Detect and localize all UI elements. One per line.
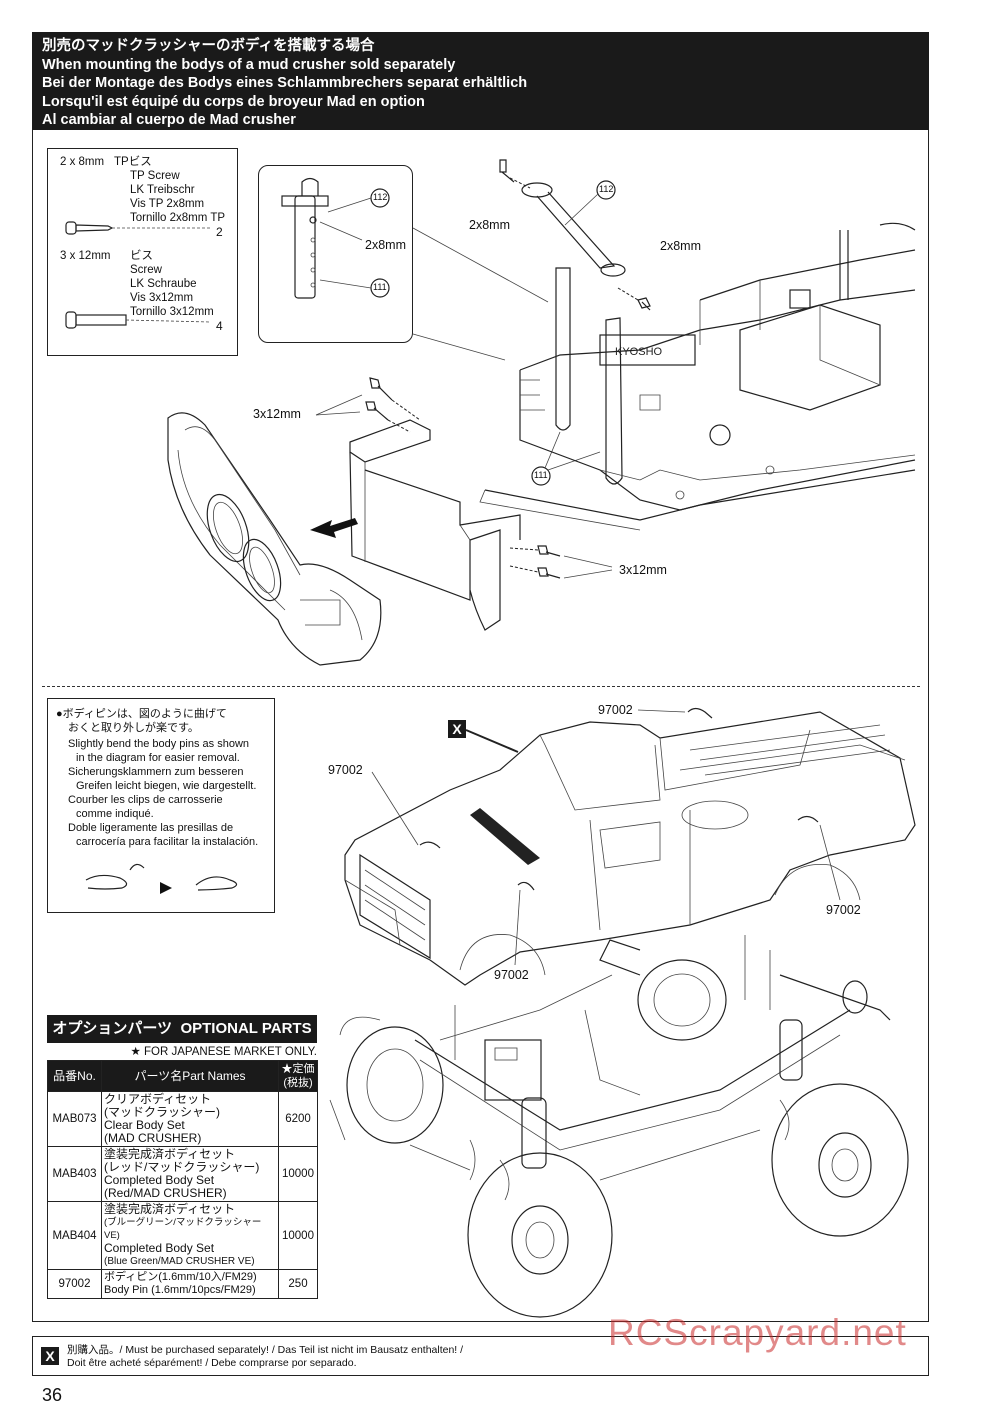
tp-screw-icon: [65, 221, 210, 235]
note-en-1: Slightly bend the body pins as shown: [68, 738, 250, 750]
label-2x8-callout: 2x8mm: [365, 238, 406, 252]
screw-size-3x12: 3 x 12mm: [60, 250, 111, 262]
machine-screw-icon: [65, 311, 211, 329]
chassis-outline: KYOSHO: [479, 222, 916, 531]
note-de-1: Sicherungsklammern zum besseren: [68, 766, 244, 778]
part-112-callout: 112: [373, 192, 388, 202]
note-ja-2: おくと取り外しが楽です。: [68, 722, 199, 734]
header-title-ja: 別売のマッドクラッシャーのボディを搭載する場合: [42, 38, 375, 54]
screw-3x12-qty: 4: [216, 319, 223, 333]
header-title-en: When mounting the bodys of a mud crusher…: [42, 56, 456, 73]
detail-callout: [258, 165, 413, 343]
screw-3x12-ja: ビス: [130, 250, 153, 262]
label-3x12-lower: 3x12mm: [619, 563, 667, 577]
part-price: 250: [278, 1269, 318, 1299]
optional-parts-title: オプションパーツ OPTIONAL PARTS: [47, 1015, 317, 1043]
body-pin-note: ●ボディピンは、図のように曲げて おくと取り外しが楽です。 Slightly b…: [47, 698, 275, 913]
body-pin-icons: [371, 707, 841, 966]
page-number: 36: [42, 1385, 63, 1405]
body-post-detail: [281, 177, 390, 299]
part-name: 塗装完成済ボディセット(レッド/マッドクラッシャー)Completed Body…: [101, 1146, 279, 1202]
screws-3x12-upper: [315, 377, 421, 433]
part-name: 塗装完成済ボディセット(ブルーグリーン/マッドクラッシャーVE)Complete…: [101, 1201, 279, 1270]
watermark: RCScrapyard.net: [608, 1312, 907, 1353]
truck-body: [344, 711, 916, 986]
table-row: 97002 ボディピン(1.6mm/10入/FM29)Body Pin (1.6…: [47, 1269, 318, 1299]
part-111-callout: 111: [373, 282, 387, 292]
table-row: MAB404 塗装完成済ボディセット(ブルーグリーン/マッドクラッシャーVE)C…: [47, 1201, 318, 1270]
table-row: MAB073 クリアボディセット(マッドクラッシャー)Clear Body Se…: [47, 1091, 318, 1147]
col-price-header: ★定価(税抜): [278, 1060, 318, 1092]
part-number: MAB073: [47, 1091, 102, 1147]
footer-line-1: 別購入品。/ Must be purchased separately! / D…: [67, 1344, 464, 1356]
part-number: MAB403: [47, 1146, 102, 1202]
footer-line-2: Doit être acheté séparément! / Debe comp…: [67, 1357, 357, 1369]
screw-2x8-en: TP Screw: [130, 170, 180, 182]
header-title-fr: Lorsqu'il est équipé du corps de broyeur…: [42, 93, 425, 110]
x-mark-footer-icon: X: [41, 1347, 59, 1365]
part-name: クリアボディセット(マッドクラッシャー)Clear Body Set(MAD C…: [101, 1091, 279, 1147]
screw-legend: 2 x 8mm TPビス TP Screw LK Treibschr Vis T…: [47, 148, 238, 356]
section-divider: [42, 686, 920, 687]
market-note: ★ FOR JAPANESE MARKET ONLY.: [130, 1046, 317, 1058]
pin-label-top: 97002: [598, 703, 633, 717]
bumper-mount: [349, 419, 521, 631]
part-name: ボディピン(1.6mm/10入/FM29)Body Pin (1.6mm/10p…: [101, 1269, 279, 1299]
screw-2x8-qty: 2: [216, 225, 223, 239]
screw-3x12-de: LK Schraube: [130, 278, 197, 290]
note-ja-1: ●ボディピンは、図のように曲げて: [56, 708, 227, 720]
col-name-header: パーツ名Part Names: [101, 1060, 279, 1092]
bumper-lights: [167, 412, 382, 666]
svg-text:KYOSHO: KYOSHO: [615, 346, 663, 358]
screw-3x12-en: Screw: [130, 264, 162, 276]
optional-title-ja: オプションパーツ: [52, 1020, 173, 1037]
part-price: 10000: [278, 1201, 318, 1270]
screw-size-2x8: 2 x 8mm: [60, 156, 105, 168]
part-111-label: 111: [534, 470, 548, 480]
pin-label-right: 97002: [826, 903, 861, 917]
x-mark-icon: X: [448, 720, 466, 738]
screw-2x8-es: Tornillo 2x8mm TP: [130, 212, 226, 224]
note-es-1: Doble ligeramente las presillas de: [68, 822, 234, 834]
note-en-2: in the diagram for easier removal.: [76, 752, 240, 764]
pin-label-bottom: 97002: [494, 968, 529, 982]
body-mount-arm: [521, 180, 626, 277]
table-row: MAB403 塗装完成済ボディセット(レッド/マッドクラッシャー)Complet…: [47, 1146, 318, 1202]
label-3x12-upper: 3x12mm: [253, 407, 301, 421]
screw-2x8-fr: Vis TP 2x8mm: [130, 198, 205, 210]
screw-2x8-top: [499, 159, 531, 189]
optional-parts-table: 品番No. パーツ名Part Names ★定価(税抜) MAB073 クリアボ…: [47, 1060, 318, 1299]
label-2x8-right: 2x8mm: [660, 239, 701, 253]
header-title-de: Bei der Montage des Bodys eines Schlammb…: [42, 75, 528, 91]
col-no-header: 品番No.: [47, 1060, 102, 1092]
bent-pin-diagram: [85, 863, 238, 894]
part-price: 10000: [278, 1146, 318, 1202]
screw-3x12-fr: Vis 3x12mm: [130, 292, 194, 304]
page-header: 別売のマッドクラッシャーのボディを搭載する場合 When mounting th…: [32, 32, 929, 130]
part-112-label: 112: [599, 184, 614, 194]
pin-label-left: 97002: [328, 763, 363, 777]
note-fr-1: Courber les clips de carrosserie: [68, 794, 223, 806]
rolling-chassis: [329, 935, 909, 1318]
header-title-es: Al cambiar al cuerpo de Mad crusher: [42, 112, 296, 128]
screw-2x8-de: LK Treibschr: [130, 184, 195, 196]
part-number: 97002: [47, 1269, 102, 1299]
part-number: MAB404: [47, 1201, 102, 1270]
note-es-2: carrocería para facilitar la instalación…: [76, 836, 259, 848]
footer-note: X 別購入品。/ Must be purchased separately! /…: [32, 1336, 929, 1376]
screws-3x12-lower: [509, 545, 613, 579]
part-price: 6200: [278, 1091, 318, 1147]
screw-2x8-ja: TPビス: [114, 156, 152, 168]
table-header-row: 品番No. パーツ名Part Names ★定価(税抜): [47, 1060, 318, 1092]
screw-2x8-side: [617, 287, 651, 311]
direction-arrow-icon: [310, 518, 358, 538]
optional-title-en: OPTIONAL PARTS: [180, 1020, 312, 1037]
note-fr-2: comme indiqué.: [76, 808, 154, 820]
screw-3x12-es: Tornillo 3x12mm: [130, 306, 214, 318]
note-de-2: Greifen leicht biegen, wie dargestellt.: [76, 780, 257, 792]
label-2x8-upper: 2x8mm: [469, 218, 510, 232]
